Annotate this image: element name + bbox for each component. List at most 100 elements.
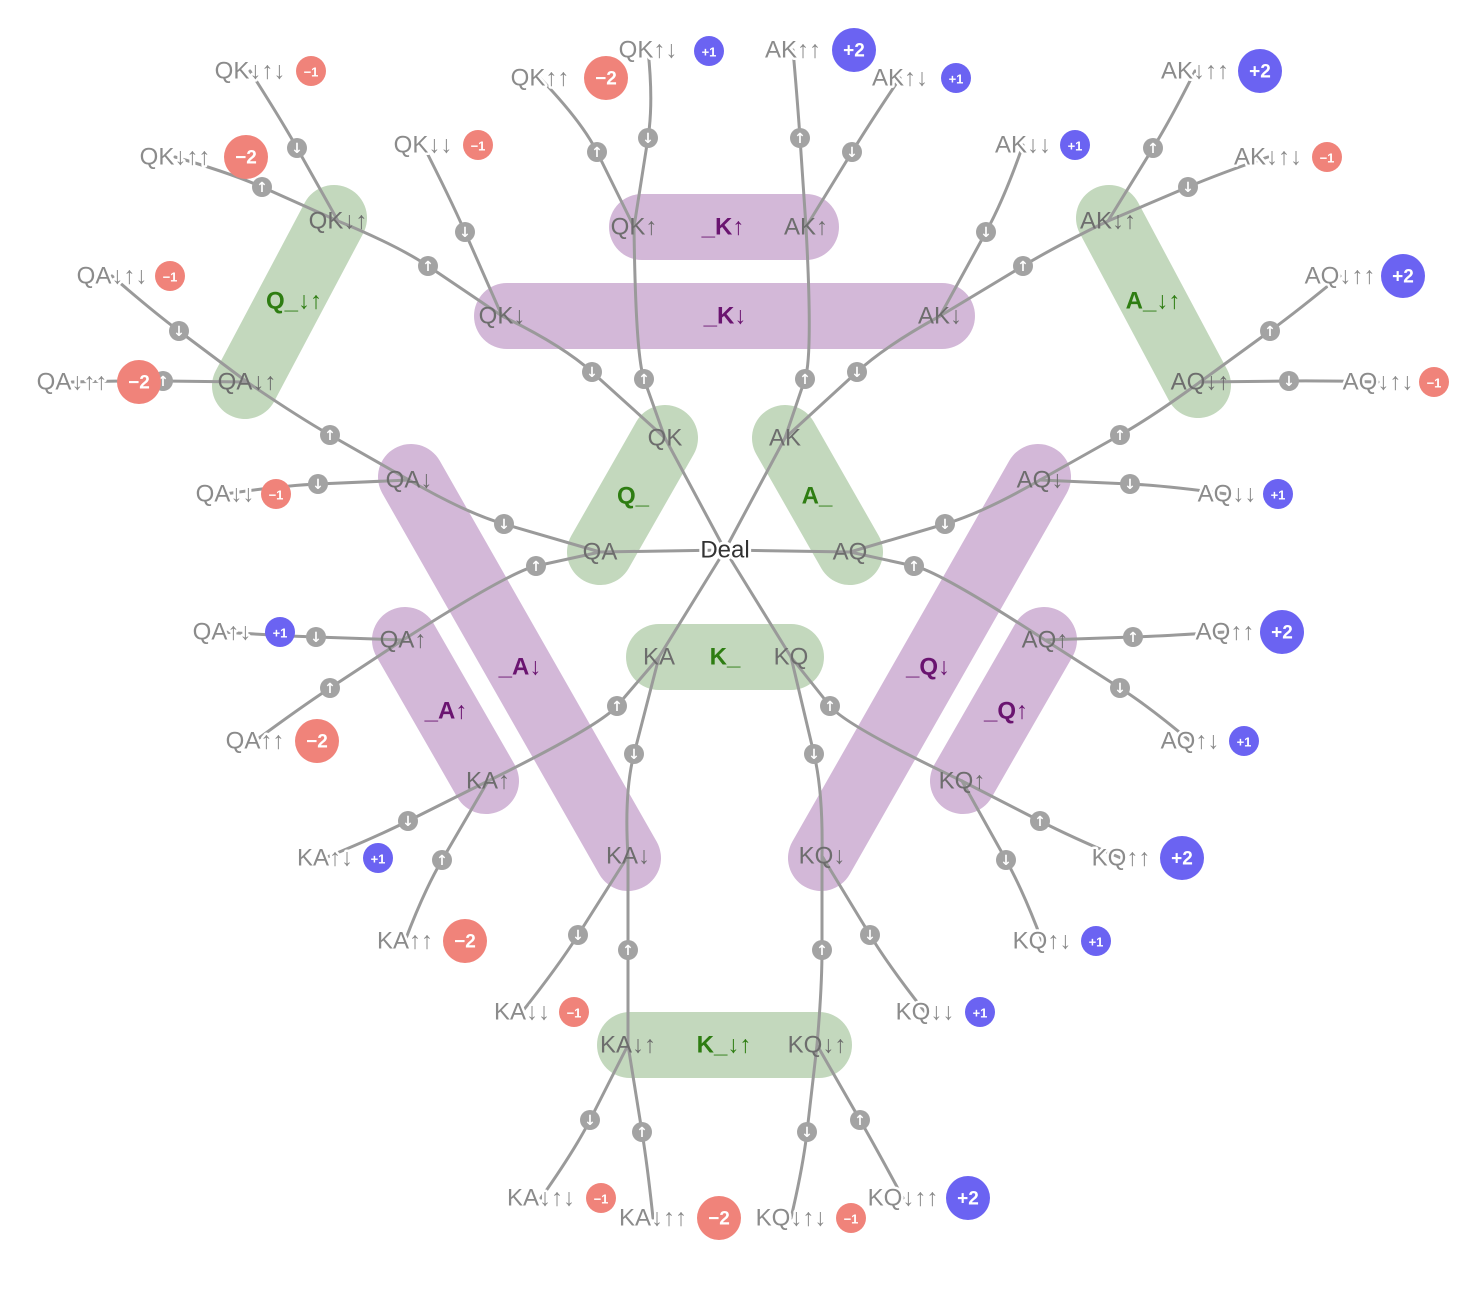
terminal-node-aqdd: AQ↓↓ — [1198, 481, 1257, 508]
payoff-value: +1 — [273, 626, 288, 641]
node-kadu: KA↓↑ — [600, 1032, 656, 1059]
info-set-xqd — [788, 444, 1071, 891]
node-qadu: QA↓↑ — [218, 369, 277, 396]
payoff-badge: +2 — [832, 28, 876, 72]
payoff-badge: +1 — [1229, 726, 1259, 756]
up-arrow-icon: ↑ — [587, 142, 607, 162]
up-arrow-icon: ↑ — [795, 369, 815, 389]
info-set-label-axdu: A_↓↑ — [1126, 288, 1181, 315]
terminal-node-qkdd: QK↓↓ — [394, 132, 453, 159]
down-arrow-icon: ↓ — [847, 362, 867, 382]
down-arrow-icon: ↓ — [308, 474, 328, 494]
node-kqu: KQ↑ — [939, 768, 986, 795]
action-glyph: ↑ — [794, 131, 806, 147]
payoff-badge: −2 — [295, 719, 339, 763]
action-dot — [804, 744, 824, 764]
payoff-value: +2 — [1249, 62, 1271, 83]
action-dot — [860, 925, 880, 945]
action-marker-layer: ↑↓↑↓↓↑↓↑↑↓↑↓↑↓↑↓↓↑↓↑↑↓↑↓↓↑↑↓↓↑↑↓↓↑↑↓↓↑↑↓… — [153, 128, 1299, 1142]
deal-node-kq: KQ — [774, 644, 809, 671]
info-set-label-xkd: _K↓ — [703, 303, 747, 330]
payoff-badge-circle — [295, 719, 339, 763]
node-aqdu: AQ↓↑ — [1171, 369, 1230, 396]
action-glyph: ↓ — [402, 814, 414, 830]
up-arrow-icon: ↑ — [320, 425, 340, 445]
action-dot — [1123, 627, 1143, 647]
action-dot — [1178, 177, 1198, 197]
payoff-badge: +1 — [1263, 479, 1293, 509]
payoff-badge-circle — [1419, 367, 1449, 397]
up-arrow-icon: ↑ — [1013, 256, 1033, 276]
action-dot — [1260, 321, 1280, 341]
down-arrow-icon: ↓ — [582, 362, 602, 382]
payoff-badge: −1 — [463, 130, 493, 160]
payoff-value: −1 — [163, 270, 178, 285]
action-dot — [850, 1110, 870, 1130]
action-dot — [432, 850, 452, 870]
terminal-node-kadd: KA↓↓ — [494, 999, 550, 1026]
terminal-node-aqdud: AQ↓↑↓ — [1343, 369, 1414, 396]
payoff-badge-layer: −2+1+2+1−1+1−1−2+2−1−1−2+2−1−1+1+1−2+2+1… — [117, 28, 1449, 1240]
terminal-node-qkduu: QK↓↑↑ — [140, 144, 211, 171]
terminal-node-aqud: AQ↑↓ — [1161, 728, 1220, 755]
payoff-badge-circle — [463, 130, 493, 160]
payoff-badge: +2 — [1238, 49, 1282, 93]
node-aqd: AQ↓ — [1017, 467, 1064, 494]
action-dot — [618, 940, 638, 960]
info-set-label-layer: Q_A_K__K↑_K↓Q_↓↑A_↓↑_A↓_A↑_Q↓_Q↑K_↓↑ — [266, 214, 1180, 1059]
up-arrow-icon: ↑ — [418, 256, 438, 276]
payoff-value: −2 — [708, 1209, 730, 1230]
action-dot — [455, 222, 475, 242]
down-arrow-icon: ↓ — [624, 744, 644, 764]
info-set-label-kxdu: K_↓↑ — [697, 1032, 752, 1059]
payoff-value: +1 — [949, 72, 964, 87]
down-arrow-icon: ↓ — [306, 627, 326, 647]
terminal-node-qaduu: QA↓↑↑ — [37, 369, 108, 396]
terminal-node-kquu: KQ↑↑ — [1092, 845, 1151, 872]
terminal-node-akduu: AK↓↑↑ — [1161, 58, 1229, 85]
terminal-node-aqduu: AQ↓↑↑ — [1305, 263, 1376, 290]
terminal-node-akud: AK↑↓ — [872, 65, 928, 92]
node-akd: AK↓ — [918, 303, 962, 330]
payoff-badge-circle — [296, 56, 326, 86]
payoff-badge: −1 — [1312, 142, 1342, 172]
action-glyph: ↓ — [846, 145, 858, 161]
action-glyph: ↓ — [642, 131, 654, 147]
edge-deal-ak — [723, 436, 787, 552]
payoff-badge-circle — [261, 479, 291, 509]
info-set-label-xad: _A↓ — [498, 654, 542, 681]
down-arrow-icon: ↓ — [1178, 177, 1198, 197]
action-glyph: ↑ — [824, 699, 836, 715]
payoff-badge-circle — [1081, 926, 1111, 956]
payoff-value: +2 — [1271, 623, 1293, 644]
payoff-badge: +2 — [1160, 836, 1204, 880]
payoff-badge: +1 — [965, 997, 995, 1027]
up-arrow-icon: ↑ — [634, 369, 654, 389]
down-arrow-icon: ↓ — [580, 1110, 600, 1130]
action-glyph: ↓ — [586, 365, 598, 381]
action-dot — [1143, 138, 1163, 158]
root-node-deal: Deal — [700, 537, 749, 564]
down-arrow-icon: ↓ — [169, 321, 189, 341]
action-dot — [632, 1122, 652, 1142]
info-set-label-xau: _A↑ — [424, 698, 468, 725]
down-arrow-icon: ↓ — [804, 744, 824, 764]
payoff-badge-circle — [1381, 254, 1425, 298]
action-glyph: ↑ — [422, 259, 434, 275]
action-dot — [1120, 474, 1140, 494]
down-arrow-icon: ↓ — [1279, 371, 1299, 391]
up-arrow-icon: ↑ — [904, 556, 924, 576]
action-glyph: ↑ — [157, 374, 169, 390]
payoff-badge-circle — [224, 135, 268, 179]
payoff-badge-circle — [117, 360, 161, 404]
action-dot — [308, 474, 328, 494]
payoff-badge-circle — [155, 261, 185, 291]
action-glyph: ↑ — [324, 428, 336, 444]
payoff-badge-circle — [697, 1196, 741, 1240]
payoff-badge-circle — [965, 997, 995, 1027]
info-set-axdu — [1076, 185, 1231, 418]
payoff-badge: +2 — [1260, 610, 1304, 654]
up-arrow-icon: ↑ — [1030, 811, 1050, 831]
payoff-value: −1 — [844, 1212, 859, 1227]
terminal-node-qkdud: QK↓↑↓ — [215, 58, 286, 85]
